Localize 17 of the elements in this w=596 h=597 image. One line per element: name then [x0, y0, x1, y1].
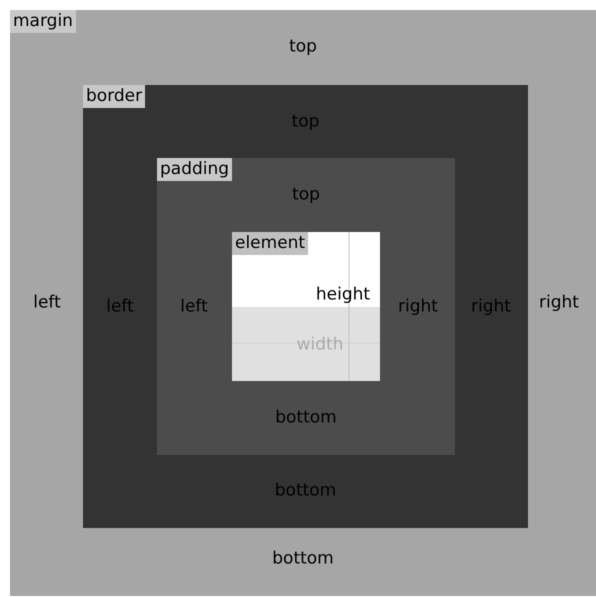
margin-box	[10, 10, 596, 596]
height-label: height	[316, 286, 370, 304]
right-label: right	[539, 294, 579, 312]
element-box	[232, 232, 380, 381]
box-heading: padding	[157, 158, 232, 181]
left-label: left	[33, 294, 61, 312]
box-heading: margin	[10, 10, 76, 33]
right-label: right	[398, 298, 438, 315]
bottom-label: bottom	[272, 550, 334, 568]
bottom-label: bottom	[275, 410, 337, 426]
top-label: top	[292, 186, 320, 204]
left-label: left	[180, 298, 208, 315]
box-heading: element	[232, 232, 308, 255]
padding-box	[157, 158, 455, 455]
top-label: top	[289, 38, 317, 56]
box-heading: border	[83, 85, 146, 108]
border-box	[83, 85, 528, 528]
